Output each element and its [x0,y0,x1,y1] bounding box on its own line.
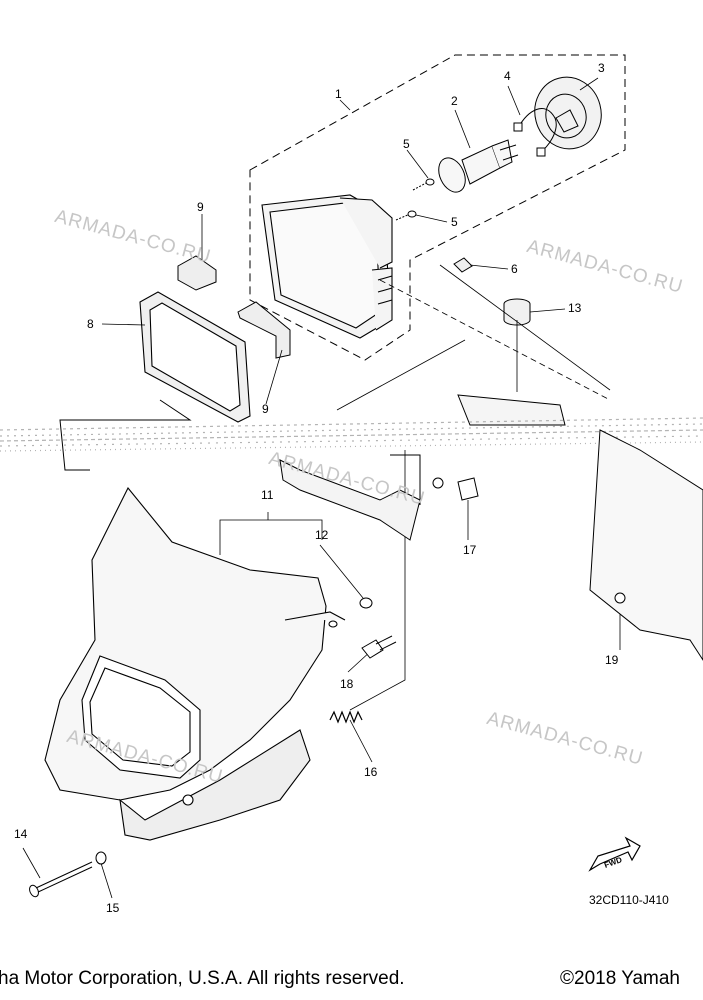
callout-5: 5 [451,215,458,229]
callout-11: 11 [261,488,274,502]
headlight-bulb [438,139,519,193]
headlight-cowl [44,486,346,841]
callout-18: 18 [340,677,354,691]
gasket-frame [139,291,251,423]
washer [359,597,373,609]
callout-6: 6 [511,262,518,276]
callout-9: 9 [197,200,204,214]
callout-8: 8 [87,317,94,331]
grommet [503,298,531,326]
assembly-outline-1 [249,54,626,361]
copyright-notice: ha Motor Corporation, U.S.A. All rights … [0,968,405,989]
callout-15: 15 [106,901,120,915]
callout-9: 9 [262,402,269,416]
callout-12: 12 [315,528,329,542]
panel-grommet [614,592,626,604]
clip-nut [453,257,473,273]
fwd-arrow-icon [588,836,641,872]
callout-14: 14 [14,827,28,841]
small-washer [95,851,107,865]
callout-1: 1 [335,87,342,101]
callout-13: 13 [568,301,582,315]
callout-16: 16 [364,765,378,779]
diagram-code: 32CD110-J410 [589,893,669,907]
long-screw [29,861,93,898]
callout-2: 2 [451,94,458,108]
callout-3: 3 [598,61,605,75]
callout-5: 5 [403,137,410,151]
spring [329,710,363,724]
scan-noise-band [0,417,703,452]
callout-4: 4 [504,69,511,83]
callout-19: 19 [605,653,619,667]
bulb-cover [534,76,602,150]
bolt [361,635,397,659]
headlight-housing [261,194,393,339]
copyright-year: ©2018 Yamah [560,968,680,989]
side-panel [589,429,703,661]
mounting-bracket [59,394,566,541]
wire-lead [513,108,557,157]
rubber-pads [177,255,291,359]
callout-17: 17 [463,543,477,557]
screws [395,178,435,221]
